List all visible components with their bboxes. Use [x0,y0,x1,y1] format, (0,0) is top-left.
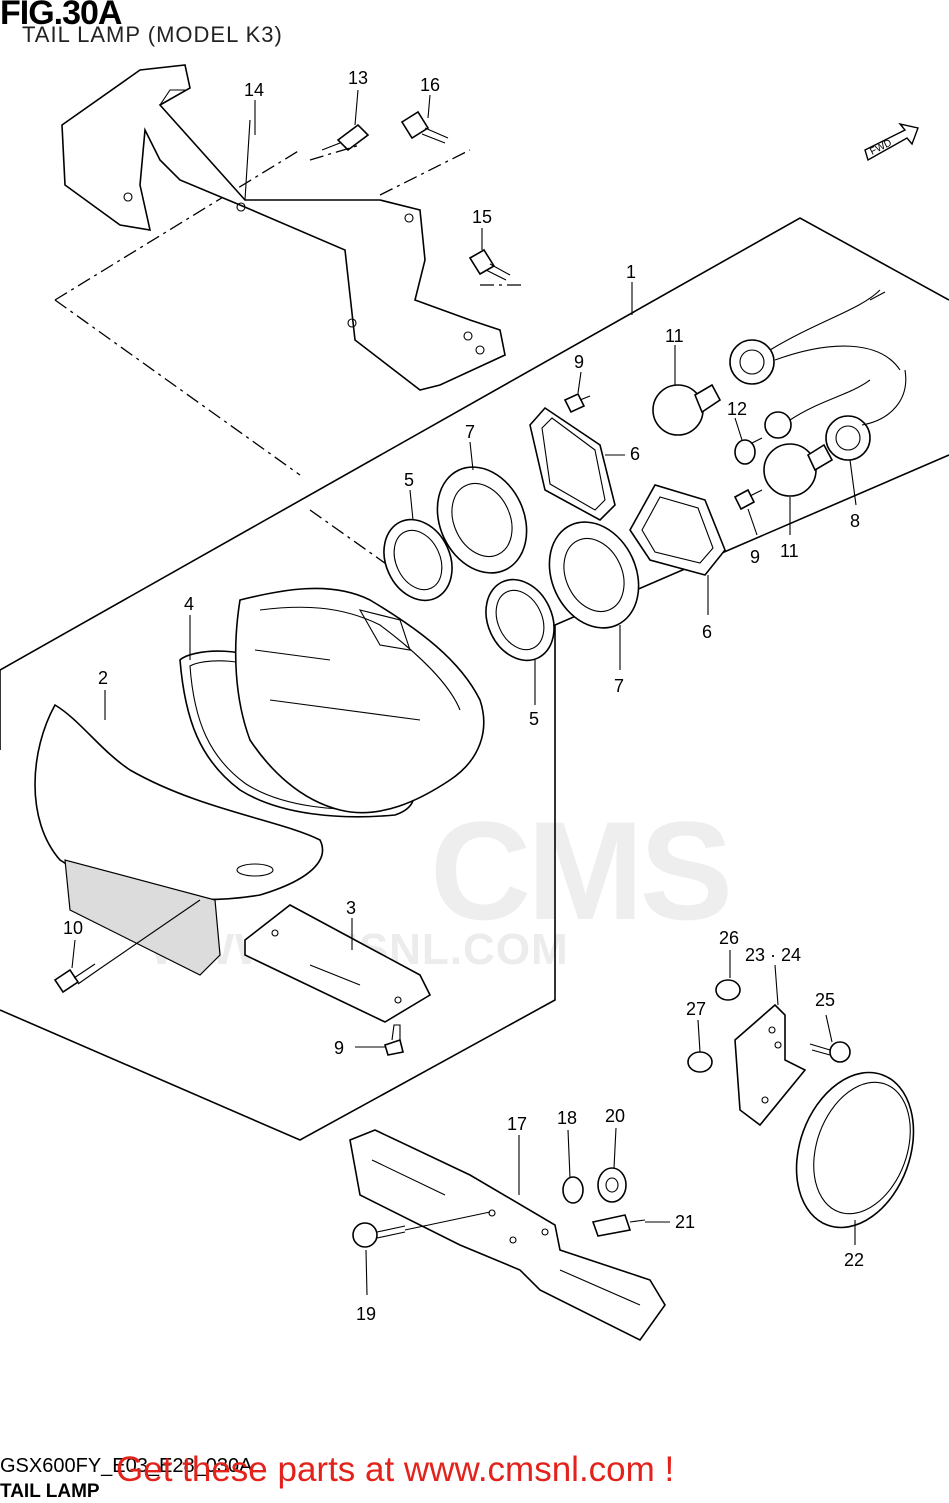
callout-10: 10 [63,918,83,938]
plate-part-3 [244,904,432,1023]
callout-13: 13 [348,68,368,88]
callout-3: 3 [346,898,356,918]
ring-part-7-lower [548,521,640,629]
callout-18: 18 [557,1108,577,1128]
callout-2: 2 [98,668,108,688]
ring-part-7-upper [436,466,528,574]
reflector-part-22 [795,1071,915,1229]
callout-6-upper: 6 [630,444,640,464]
bolt-part-16 [400,110,449,144]
bulb-part-11-upper [652,383,722,436]
fwd-arrow-icon [864,122,919,162]
callout-7-upper: 7 [465,422,475,442]
ring-part-5-lower [485,578,555,662]
diagram-name: TAIL LAMP [0,1481,100,1502]
bulb-part-11-lower [763,443,834,497]
callout-12: 12 [727,399,747,419]
fwd-label: FWD [868,138,893,158]
bolt-part-13 [321,123,370,152]
figure-subtitle: TAIL LAMP (MODEL K3) [22,22,283,47]
callout-6-lower: 6 [702,622,712,642]
screw-part-9-upper [563,392,591,414]
leader-lines [71,89,857,1296]
callout-21: 21 [675,1212,695,1232]
gasket-part-6-lower [629,484,726,576]
bracket-part-14 [61,64,506,391]
diagram-code: GSX600FY_E03_E28_030A [0,1455,253,1477]
figure-title: FIG.30A [0,0,122,32]
callout-19: 19 [356,1304,376,1324]
callout-25: 25 [815,990,835,1010]
callout-20: 20 [605,1106,625,1126]
callout-11-lower: 11 [780,541,799,561]
screw-part-9-bottom [384,1024,404,1056]
nut-part-26 [715,979,741,1001]
callout-5-upper: 5 [404,470,414,490]
callout-15: 15 [472,207,492,227]
callout-9-bottom: 9 [334,1038,344,1058]
callout-8: 8 [850,511,860,531]
ring-part-5-upper [383,518,453,602]
callout-5-lower: 5 [529,709,539,729]
callout-1: 1 [626,262,636,282]
bulb-part-12 [734,437,763,465]
screw-part-25 [809,1041,851,1063]
callout-22: 22 [844,1250,864,1270]
license-bracket-part-17 [349,1129,666,1342]
callout-7-lower: 7 [614,676,624,696]
screw-part-9-right [733,488,763,511]
bolt-part-15 [468,248,511,281]
callout-14: 14 [244,80,264,100]
callout-26: 26 [719,928,739,948]
callout-16: 16 [420,75,440,95]
lens-part-2 [34,703,324,976]
screw-part-19 [352,1211,491,1248]
callout-17: 17 [507,1114,527,1134]
grommet-part-20 [597,1167,627,1203]
callout-23-24: 23 · 24 [745,945,801,965]
callout-27: 27 [686,999,706,1019]
screw-part-10 [53,899,201,994]
promo-link[interactable]: Get these parts at www.cmsnl.com ! [116,1450,675,1489]
socket-harness-part-8 [729,289,907,461]
nut-part-27 [687,1051,713,1073]
callout-labels: 14 13 16 15 1 11 9 7 12 6 5 8 9 11 4 6 2… [63,68,864,1324]
callout-9-upper: 9 [574,352,584,372]
washer-part-18 [562,1176,584,1204]
callout-9-right: 9 [750,547,760,567]
gasket-part-6-upper [529,406,616,521]
callout-11-upper: 11 [665,326,684,346]
housing-part [234,587,485,814]
assembly-outline [0,149,949,1141]
watermark-brand: CMS [430,792,733,949]
bolt-part-21 [591,1214,646,1237]
callout-4: 4 [184,594,194,614]
reflector-bracket-part-23-24 [734,1003,807,1127]
